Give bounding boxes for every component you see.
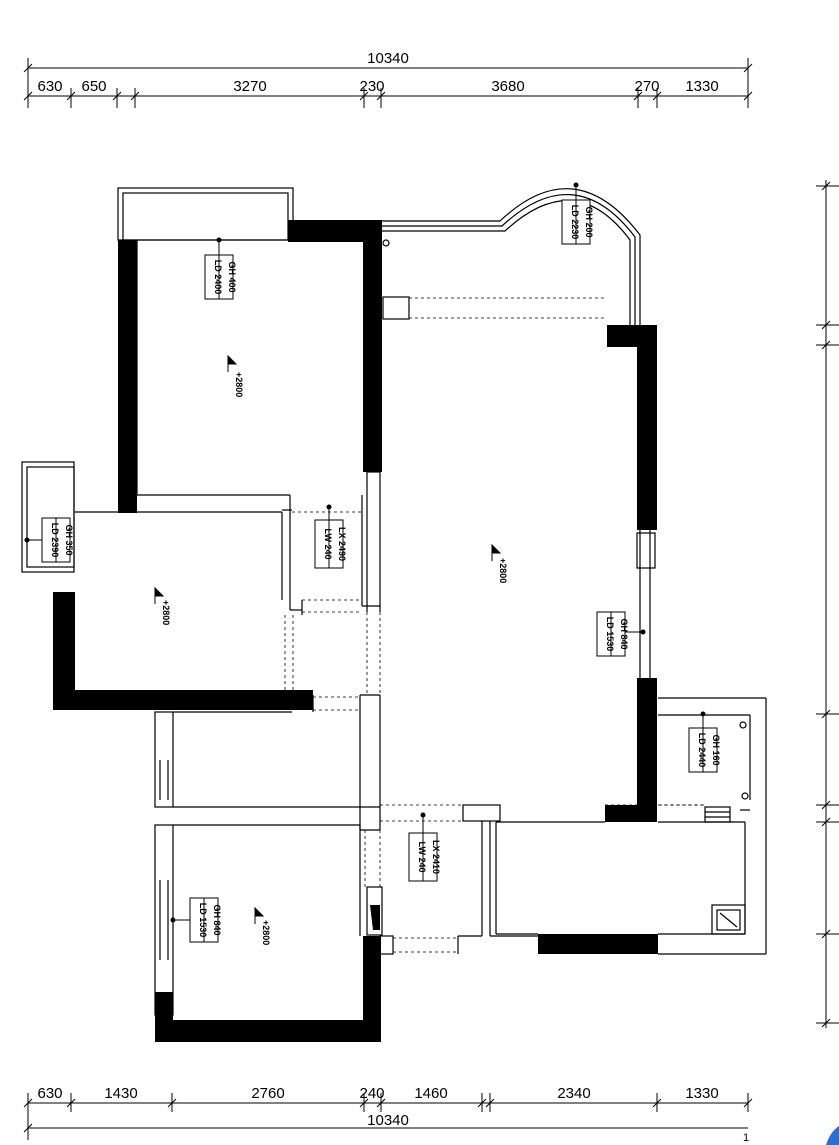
window-tag: LW 240 LX 2410 — [408, 832, 441, 882]
tag-row: GH 160 — [711, 734, 721, 765]
elevation-marker: +2800 — [154, 586, 171, 625]
tag-row: LX 2410 — [431, 840, 441, 874]
window-tag: LD 2230 GH 200 — [561, 199, 594, 245]
corner-mark-icon — [826, 1126, 839, 1145]
right-dimensions — [816, 180, 839, 1028]
right-dimension: 1560 — [836, 743, 839, 776]
tag-row: LD 2440 — [697, 733, 707, 768]
elevation-marker: +2800 — [491, 543, 508, 583]
window-tag: LW 240 LX 2490 — [314, 519, 347, 569]
bottom-dimension: 630 — [37, 1085, 62, 1102]
elevation-label: +2800 — [261, 920, 271, 945]
elevation-label: +2800 — [234, 372, 244, 397]
elevation-label: +2800 — [498, 558, 508, 583]
tag-row: LW 240 — [417, 841, 427, 872]
top-dimensions — [23, 58, 753, 108]
top-dimension: 3270 — [233, 78, 266, 95]
tag-row: LD 1530 — [605, 617, 615, 652]
top-dimension: 270 — [634, 78, 659, 95]
tag-row: GH 840 — [619, 618, 629, 649]
top-dimension: 650 — [81, 78, 106, 95]
top-dimension: 630 — [37, 78, 62, 95]
tag-row: LW 240 — [323, 528, 333, 559]
elevation-marker: +2800 — [254, 906, 271, 945]
bottom-dimension: 1330 — [685, 1085, 718, 1102]
elevation-marker: +2800 — [227, 354, 244, 397]
tag-row: LD 2390 — [50, 523, 60, 558]
window-tag: LD 1530 GH 840 — [596, 611, 629, 657]
tag-row: GH 350 — [64, 524, 74, 555]
right-dimension: 3200 — [836, 513, 839, 546]
bottom-dimensions — [23, 1093, 753, 1140]
right-dimension: 2070 — [836, 238, 839, 271]
page-number: 1 — [743, 1132, 749, 1144]
tag-leaders — [24, 182, 706, 923]
tag-row: GH 400 — [227, 261, 237, 292]
top-dimension: 230 — [359, 78, 384, 95]
tag-row: LD 2230 — [570, 205, 580, 240]
window-tag: LD 2400 GH 400 — [204, 254, 237, 300]
window-tag: LD 2440 GH 160 — [688, 727, 721, 773]
tag-row: LX 2490 — [337, 527, 347, 561]
window-tag: LD 1530 GH 840 — [189, 897, 222, 943]
bottom-dimension: 2340 — [557, 1085, 590, 1102]
right-dimension: 1250 — [836, 961, 839, 994]
tag-row: LD 1530 — [198, 903, 208, 938]
bottom-dimension: 1430 — [104, 1085, 137, 1102]
window-tag: LD 2390 GH 350 — [41, 517, 74, 563]
bottom-dimension: 240 — [359, 1085, 384, 1102]
top-dimension: 3680 — [491, 78, 524, 95]
bottom-dimension: 2760 — [251, 1085, 284, 1102]
tag-row: GH 200 — [584, 206, 594, 237]
elevation-label: +2800 — [161, 600, 171, 625]
bottom-dimension: 1460 — [414, 1085, 447, 1102]
tag-row: GH 840 — [212, 904, 222, 935]
top-dimension: 1330 — [685, 78, 718, 95]
thick-walls — [53, 220, 658, 1042]
top-total-dimension: 10340 — [367, 50, 409, 67]
right-dimension: 1600 — [836, 861, 839, 894]
bottom-total-dimension: 10340 — [367, 1112, 409, 1129]
tag-row: LD 2400 — [213, 260, 223, 295]
